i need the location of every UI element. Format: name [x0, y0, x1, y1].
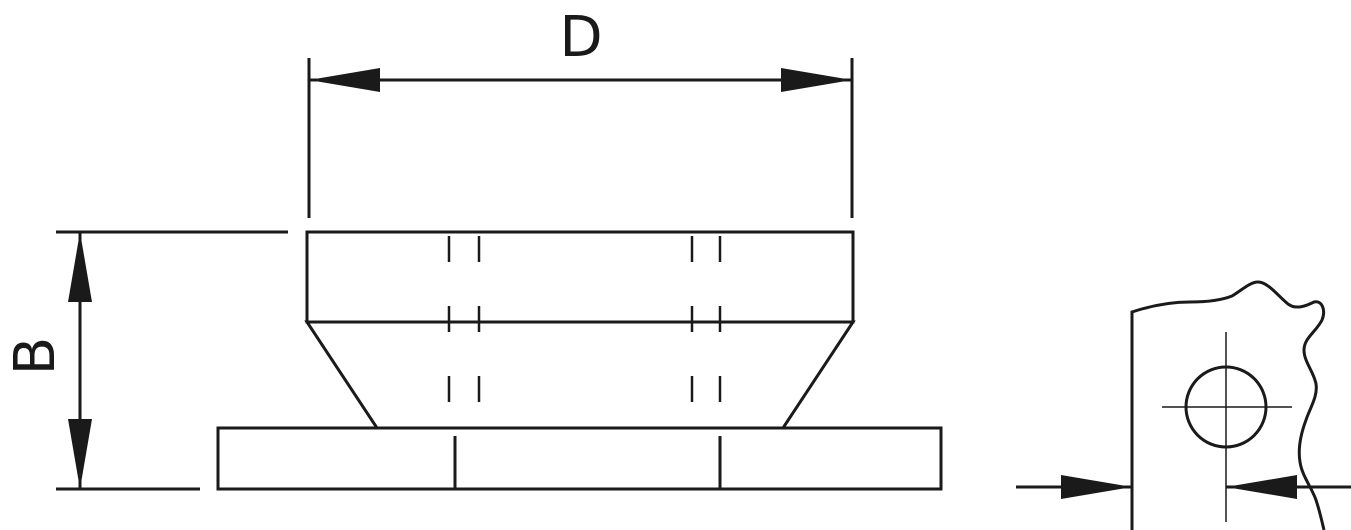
dimension-d-label: D [559, 5, 602, 70]
dimension-d: D [307, 5, 854, 218]
detail-view [1016, 280, 1351, 530]
dimension-b-label: B [3, 337, 68, 375]
hidden-bore-lines [447, 232, 722, 428]
top-cylinder [305, 230, 855, 324]
arrowhead-bottom [68, 419, 92, 489]
detail-arrowhead-right [1226, 475, 1297, 499]
arrowhead-top [68, 232, 92, 302]
dimension-b: B [3, 230, 288, 491]
base-plate [216, 426, 943, 491]
part-side-view [216, 230, 943, 491]
detail-arrowhead-left [1061, 475, 1132, 499]
arrowhead-left [309, 68, 380, 92]
conical-section [304, 320, 856, 430]
detail-broken-outline [1130, 280, 1326, 530]
arrowhead-right [781, 68, 852, 92]
